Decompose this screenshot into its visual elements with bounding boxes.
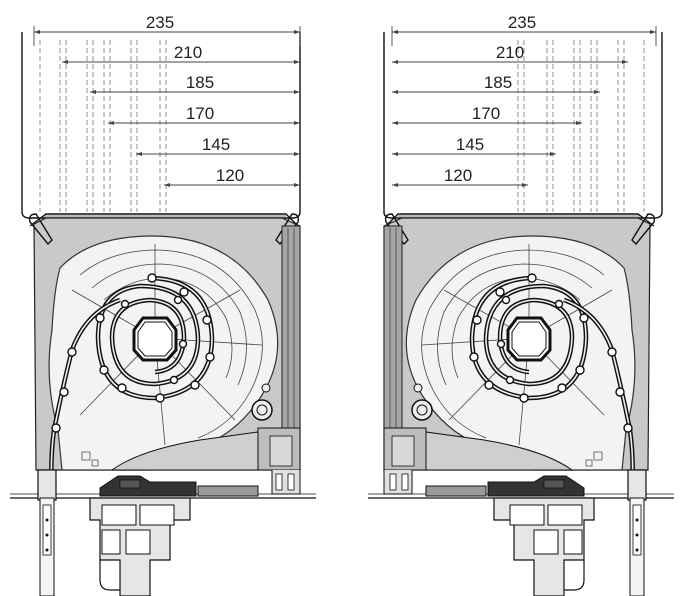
left-dimension-label-210: 210 (174, 43, 202, 62)
right-dimension-arrow (392, 30, 398, 34)
right-dimension-label-235: 235 (508, 13, 536, 32)
left-dimension-arrow (294, 60, 300, 64)
left-dimension-arrow (294, 183, 300, 187)
right-dimension-label-145: 145 (456, 135, 484, 154)
right-view (368, 32, 674, 596)
left-dimension-label-170: 170 (186, 104, 214, 123)
right-dimension-arrow (392, 121, 398, 125)
left-dimension-label-120: 120 (216, 166, 244, 185)
left-dimension-arrow (62, 60, 68, 64)
right-dimension-arrow (522, 183, 528, 187)
right-dimension-label-210: 210 (496, 43, 524, 62)
right-dimension-label-120: 120 (444, 166, 472, 185)
left-dimension-arrow (294, 152, 300, 156)
right-dimension-arrow (576, 121, 582, 125)
left-dimension-arrow (34, 30, 40, 34)
right-dimension-arrow (392, 60, 398, 64)
left-dimension-arrow (294, 90, 300, 94)
left-dimension-arrow (294, 121, 300, 125)
left-dimension-arrow (294, 30, 300, 34)
right-dimension-arrow (650, 30, 656, 34)
right-dimension-arrow (594, 90, 600, 94)
right-dimension-arrow (392, 90, 398, 94)
left-dimension-label-145: 145 (202, 135, 230, 154)
left-dimension-label-235: 235 (146, 13, 174, 32)
left-dimension-arrow (164, 183, 170, 187)
left-dimension-label-185: 185 (186, 73, 214, 92)
left-dimension-arrow (136, 152, 142, 156)
right-dimension-label-185: 185 (484, 73, 512, 92)
right-dimension-arrow (622, 60, 628, 64)
right-dimension-arrow (550, 152, 556, 156)
right-dimension-lines: 235 210 185 170 145 120 (391, 13, 657, 187)
right-dimension-arrow (392, 183, 398, 187)
left-dimension-arrow (108, 121, 114, 125)
right-dimension-arrow (392, 152, 398, 156)
right-dimension-label-170: 170 (472, 104, 500, 123)
left-dimension-arrow (90, 90, 96, 94)
